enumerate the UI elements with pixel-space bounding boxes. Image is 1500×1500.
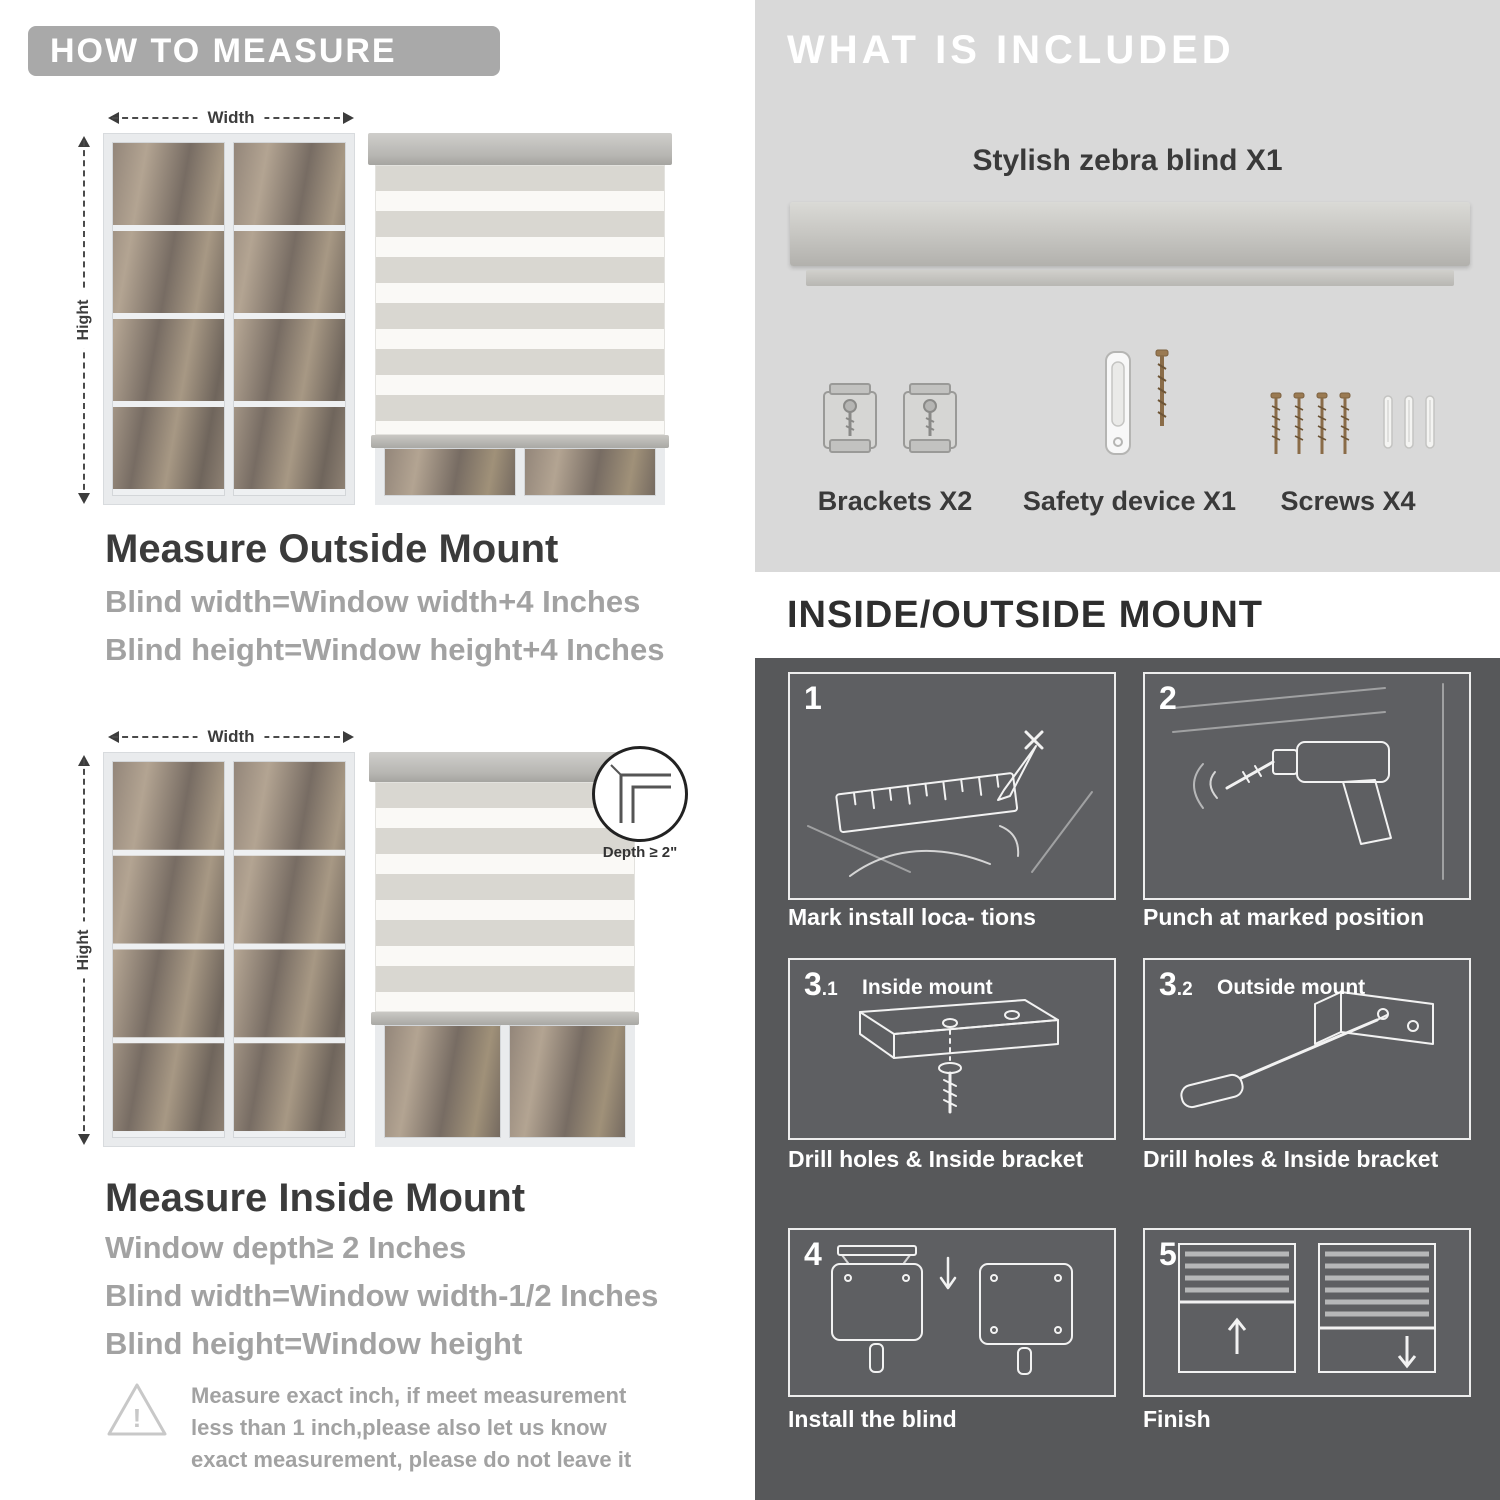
step-tile-5: 5 (1143, 1228, 1471, 1397)
step3-1-illustration (859, 999, 1059, 1114)
step5-illustration (1178, 1243, 1436, 1373)
step-number: 3.1 (804, 966, 838, 1002)
arrow-right-icon (343, 731, 354, 743)
wall-anchor-icon (1404, 395, 1414, 449)
width-arrow-outside: Width (108, 108, 354, 128)
step4-illustration (831, 1245, 1073, 1375)
height-label: Hight (73, 921, 95, 979)
window-photo-inside (103, 752, 355, 1147)
step3-2-caption: Drill holes & Inside bracket (1143, 1146, 1439, 1172)
zebra-blind-rail-image (806, 270, 1454, 286)
measure-note: ! Measure exact inch, if meet measuremen… (105, 1380, 680, 1476)
what-is-included-header: WHAT IS INCLUDED (787, 28, 1235, 72)
safety-device-image (1098, 348, 1172, 460)
inside-rule-1: Window depth≥ 2 Inches (105, 1230, 467, 1265)
screw-icon (1339, 392, 1351, 454)
bracket-icon (903, 383, 957, 453)
height-label: Hight (73, 291, 95, 349)
blind-bottom-rail (371, 435, 669, 448)
step-number: 3.2 (1159, 966, 1193, 1002)
zebra-blind-label: Stylish zebra blind X1 (972, 144, 1283, 177)
zebra-blind-inside (369, 752, 641, 1147)
inside-mount-badge: Inside mount (862, 976, 993, 999)
blind-cassette (368, 133, 672, 165)
window-sash-right (233, 761, 346, 1138)
warning-icon: ! (107, 1383, 167, 1436)
window-under-blind (375, 448, 665, 505)
step3-2-illustration (1180, 991, 1434, 1109)
safety-device-icon (1105, 351, 1131, 455)
width-label: Width (197, 108, 265, 128)
step-number: 4 (804, 1236, 822, 1272)
screws-label: Screws X4 (1280, 486, 1416, 516)
inside-outside-mount-header: INSIDE/OUTSIDE MOUNT (787, 594, 1264, 636)
mount-steps-panel: 1 Mark install loca- tions (755, 658, 1500, 1500)
step1-caption: Mark install loca- tions (788, 904, 1036, 930)
screw-icon (1155, 349, 1169, 426)
step-tile-1: 1 (788, 672, 1116, 900)
height-arrow-outside: Hight (73, 136, 95, 504)
screw-icon (1316, 392, 1328, 454)
blind-stripes (375, 165, 665, 435)
outside-rule-2: Blind height=Window height+4 Inches (105, 632, 665, 667)
step-tile-3-2: 3.2 Outside mount (1143, 958, 1471, 1140)
window-pane (384, 448, 516, 496)
step2-caption: Punch at marked position (1143, 904, 1425, 930)
wall-anchor-icon (1383, 395, 1393, 449)
step-number: 1 (804, 680, 822, 716)
step-number: 5 (1159, 1236, 1177, 1272)
screw-icon (1270, 392, 1282, 454)
height-arrow-inside: Hight (73, 755, 95, 1145)
width-arrow-inside: Width (108, 727, 354, 747)
zebra-blind-outside (368, 133, 672, 505)
blind-stripes (375, 782, 635, 1012)
inside-rule-3: Blind height=Window height (105, 1326, 523, 1361)
outside-mount-badge: Outside mount (1217, 976, 1366, 999)
window-sash-left (112, 142, 225, 496)
step5-caption: Finish (1143, 1406, 1211, 1432)
window-sash-right (233, 142, 346, 496)
screws-image (1268, 392, 1437, 460)
step-tile-2: 2 (1143, 672, 1471, 900)
width-label: Width (197, 727, 265, 747)
brackets-image (818, 378, 962, 462)
included-panel (755, 0, 1500, 572)
window-corner-detail-icon (610, 764, 671, 823)
arrow-right-icon (343, 112, 354, 124)
arrow-down-icon (78, 1134, 90, 1145)
window-pane (524, 448, 656, 496)
depth-callout-circle (592, 746, 688, 842)
inside-rule-2: Blind width=Window width-1/2 Inches (105, 1278, 659, 1313)
outside-rule-1: Blind width=Window width+4 Inches (105, 584, 641, 619)
step-number: 2 (1159, 680, 1177, 716)
warning-exclamation: ! (133, 1403, 142, 1433)
wall-anchor-icon (1425, 395, 1435, 449)
safety-device-label: Safety device X1 (1022, 486, 1237, 516)
window-pane (384, 1025, 501, 1138)
depth-label: Depth ≥ 2" (602, 844, 678, 861)
step2-illustration (1172, 683, 1444, 880)
window-pane (509, 1025, 626, 1138)
step4-caption: Install the blind (788, 1406, 957, 1432)
blind-bottom-rail (371, 1012, 639, 1025)
inside-mount-title: Measure Inside Mount (105, 1176, 526, 1220)
step-tile-3-1: 3.1 Inside mount (788, 958, 1116, 1140)
outside-mount-title: Measure Outside Mount (105, 527, 559, 571)
step3-1-caption: Drill holes & Inside bracket (788, 1146, 1084, 1172)
how-to-measure-header: HOW TO MEASURE (28, 26, 500, 76)
bracket-icon (823, 383, 877, 453)
window-photo-outside (103, 133, 355, 505)
step1-illustration (807, 730, 1093, 877)
screw-icon (1293, 392, 1305, 454)
zebra-blind-cassette-image (790, 202, 1470, 266)
measure-note-text: Measure exact inch, if meet measurement … (191, 1383, 632, 1472)
brackets-label: Brackets X2 (817, 486, 973, 516)
window-sash-left (112, 761, 225, 1138)
step-tile-4: 4 (788, 1228, 1116, 1397)
window-under-blind (375, 1025, 635, 1147)
arrow-down-icon (78, 493, 90, 504)
